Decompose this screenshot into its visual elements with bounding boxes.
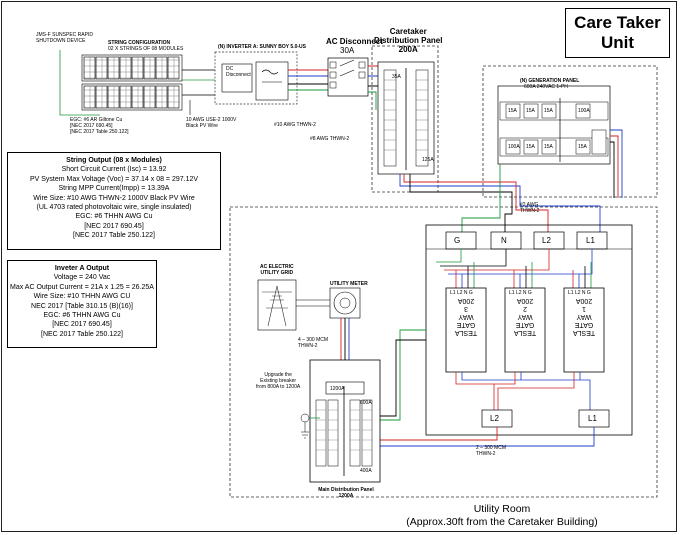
string-output-line: [NEC 2017 Table 250.122]	[73, 232, 155, 240]
inverter-output-line: NEC 2017 [Table 310.15 (B)(16)]	[31, 302, 133, 310]
dc-disconnect-label: DC Disconnect	[226, 66, 251, 78]
title-line-2: Unit	[600, 33, 635, 52]
terminal-l2-label: L2	[542, 236, 551, 245]
thwn-8-label: #8 AWG THWN-2	[310, 136, 350, 142]
dc-disconnect-box	[221, 63, 253, 93]
gateway-1-box	[563, 287, 605, 373]
inverter-output-line: Voltage = 240 Vac	[53, 274, 111, 282]
gen-panel-sub: 600A 240VAC 1-PH	[524, 84, 568, 90]
gateway-1-label: TESLA GATE WAY 1 200A	[572, 297, 596, 336]
ac-disconnect-title: AC Disconnect	[326, 37, 383, 46]
gateway-3-label: TESLA GATE WAY 3 200A	[454, 297, 478, 336]
string-output-line: Short Circuit Current (Isc) = 13.92	[61, 166, 167, 174]
inverter-unit	[255, 61, 289, 101]
breaker-400a: 400A	[360, 468, 372, 474]
caretaker-enclosure	[371, 45, 439, 193]
terminal-n-label: N	[501, 236, 507, 245]
string-output-line: [NEC 2017 690.45]	[84, 222, 144, 230]
egc-ground-note: EGC: #6 AR Giltone Cu [NEC 2017 690.45] …	[70, 117, 129, 135]
string-output-line: String MPP Current(Impp) = 13.39A	[58, 185, 170, 193]
gateway-2-terms: L1 L2 N G	[509, 290, 532, 296]
mcm-2-label: 2 – 300 MCM THWN-2	[476, 445, 507, 457]
terminal-g	[445, 231, 477, 250]
title-block: Care Taker Unit	[565, 8, 670, 58]
utility-room-caption: Utility Room (Approx.30ft from the Caret…	[392, 503, 612, 529]
string-output-line: PV System Max Voltage (Voc) = 37.14 x 08…	[29, 175, 199, 183]
gen-breaker-low-4: 15A	[578, 144, 587, 150]
gen-breaker-top-4: 100A	[578, 108, 590, 114]
string-output-line: (UL 4703 rated photovoltaic wire, single…	[36, 204, 192, 212]
terminal-l1-label: L1	[586, 236, 595, 245]
utility-room-title: Utility Room	[473, 503, 531, 515]
caretaker-panel-label: Caretaker Distribution Panel 200A	[374, 27, 443, 54]
string-output-line: Wire Size: #10 AWG THWN-2 1000V Black PV…	[33, 194, 195, 202]
inverter-output-line: EGC: #6 THHN AWG Cu	[43, 312, 121, 320]
inverter-output-line: [NEC 2017 690.45]	[52, 321, 112, 329]
gen-breaker-top-2: 15A	[526, 108, 535, 114]
string-output-line: EGC: #6 THHN AWG Cu	[75, 213, 153, 221]
upgrade-note: Upgrade the Existing breaker from 800A t…	[256, 372, 301, 390]
terminal-g-label: G	[454, 236, 461, 245]
utility-grid-label: AC ELECTRIC UTILITY GRID	[260, 264, 294, 276]
utility-grid-box	[257, 279, 297, 331]
string-config-title: STRING CONFIGURATION	[108, 40, 171, 46]
gateway-3-box	[445, 287, 487, 373]
thwn-10-label: #10 AWG THWN-2	[274, 122, 316, 128]
breaker-35a: 35A	[392, 74, 401, 80]
gen-breaker-top-1: 15A	[508, 108, 517, 114]
inverter-box	[214, 51, 298, 105]
rsd-label: JMS-F SUNSPEC RAPID SHUTDOWN DEVICE	[36, 32, 93, 44]
utility-meter-label: UTILITY METER	[330, 281, 368, 287]
gateway-2-box	[504, 287, 546, 373]
utility-room-subtitle: (Approx.30ft from the Caretaker Building…	[406, 516, 598, 528]
pv-array	[81, 54, 183, 111]
inverter-output-line: [NEC 2017 Table 250.122]	[41, 330, 123, 338]
gen-breaker-top-3: 15A	[544, 108, 553, 114]
breaker-600a: 600A	[360, 400, 372, 406]
inverter-output-line: Wire Size: #10 THHN AWG CU	[33, 293, 131, 301]
gen-breaker-low-3: 15A	[544, 144, 553, 150]
inverter-output-heading: Inveter A Output	[54, 265, 110, 272]
terminal-low-l2-label: L2	[490, 414, 499, 423]
main-panel-label: Main Distribution Panel 1200A	[318, 487, 374, 499]
utility-room-enclosure	[229, 206, 658, 498]
gen-panel-title: (N) GENERATION PANEL	[520, 78, 580, 84]
string-output-note: String Output (08 x Modules) Short Circu…	[7, 152, 221, 250]
gen-breaker-low-1: 100A	[508, 144, 520, 150]
ac-disconnect-amps: 30A	[340, 46, 355, 55]
string-output-heading: String Output (08 x Modules)	[66, 157, 162, 164]
gateway-2-label: TESLA GATE WAY 2 200A	[513, 297, 537, 336]
string-config-sub: 02 X STRINGS OF 08 MODULES	[108, 46, 184, 52]
title-line-1: Care Taker	[574, 13, 661, 32]
gen-breaker-low-2: 15A	[526, 144, 535, 150]
inverter-title: (N) INVERTER A: SUNNY BOY 5.0-US	[218, 44, 306, 50]
pv-wire-note: 10 AWG USE-2 1000V Black PV Wire	[186, 117, 237, 129]
mcm-4-label: 4 – 300 MCM THWN-2	[298, 337, 329, 349]
gateway-1-terms: L1 L2 N G	[568, 290, 591, 296]
breaker-1200a: 1200A	[330, 386, 345, 392]
inverter-output-note: Inveter A Output Voltage = 240 Vac Max A…	[7, 260, 157, 348]
generation-enclosure	[482, 65, 658, 198]
awg-2-label: #2 AWG THWN-2	[520, 202, 540, 214]
terminal-low-l1-label: L1	[588, 414, 597, 423]
gateway-3-terms: L1 L2 N G	[450, 290, 473, 296]
breaker-125a: 125A	[422, 157, 434, 163]
inverter-output-line: Max AC Output Current = 21A x 1.25 = 26.…	[10, 283, 154, 291]
